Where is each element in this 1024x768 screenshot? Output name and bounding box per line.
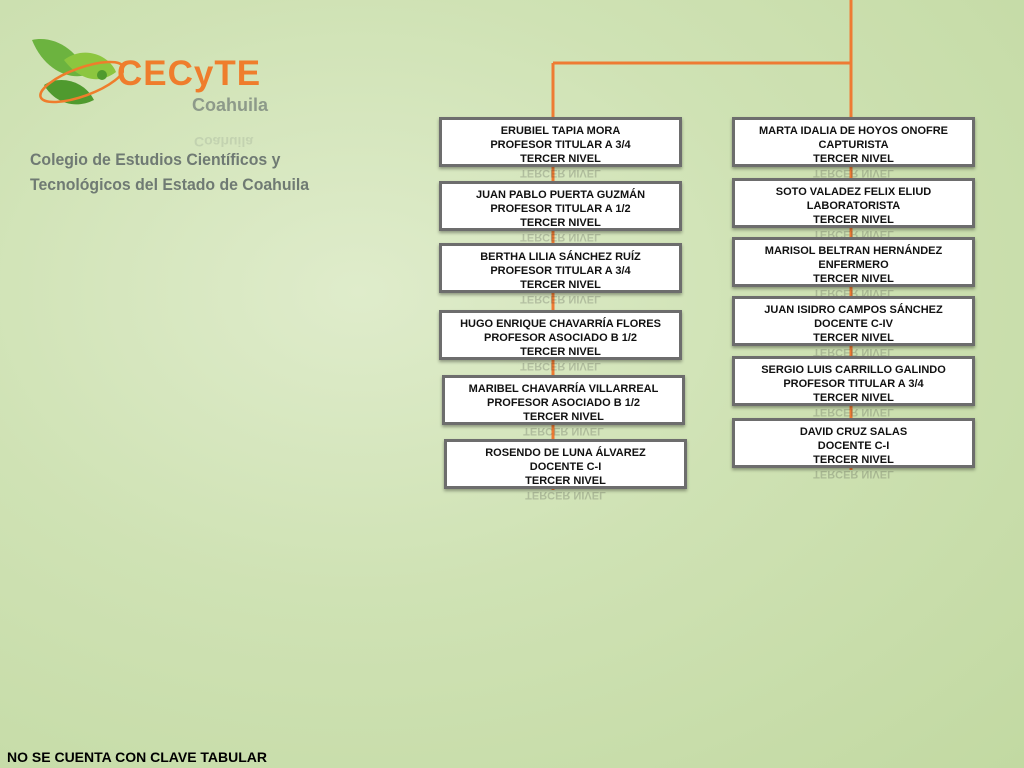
node-level: TERCER NIVEL: [520, 217, 601, 229]
node-level: TERCER NIVEL: [520, 153, 601, 165]
node-position: PROFESOR TITULAR A 1/2: [490, 203, 631, 215]
node-level: TERCER NIVEL: [813, 454, 894, 466]
node-name: SOTO VALADEZ FELIX ELIUD: [775, 186, 932, 198]
node-level: TERCER NIVEL: [813, 214, 894, 226]
node-position: PROFESOR TITULAR A 3/4: [490, 139, 631, 151]
node-level-reflection: TERCER NIVEL: [520, 360, 601, 372]
org-node: JUAN ISIDRO CAMPOS SÁNCHEZ DOCENTE C-IV TE…: [732, 296, 975, 358]
org-node: BERTHA LILIA SÁNCHEZ RUÍZ PROFESOR TITULA…: [439, 243, 682, 305]
node-position: DOCENTE C-I: [817, 440, 890, 452]
node-level: TERCER NIVEL: [520, 279, 601, 291]
node-level-reflection: TERCER NIVEL: [520, 167, 601, 179]
node-position: ENFERMERO: [818, 259, 889, 271]
org-node: MARIBEL CHAVARRÍA VILLARREAL PROFESOR ASO…: [442, 375, 685, 437]
node-level: TERCER NIVEL: [525, 475, 606, 487]
node-level: TERCER NIVEL: [813, 273, 894, 285]
node-level: TERCER NIVEL: [523, 411, 604, 423]
node-position: PROFESOR ASOCIADO B 1/2: [486, 397, 640, 409]
node-level: TERCER NIVEL: [813, 332, 894, 344]
node-level-reflection: TERCER NIVEL: [813, 468, 894, 480]
org-node: MARTA IDALIA DE HOYOS ONOFRE CAPTURISTA TE…: [732, 117, 975, 179]
org-node: ROSENDO DE LUNA ÁLVAREZ DOCENTE C-I TERCER…: [444, 439, 687, 501]
node-name: MARIBEL CHAVARRÍA VILLARREAL: [468, 383, 659, 395]
logo: CECyTE Coahuila Coahuila Colegio de Estu…: [24, 30, 309, 200]
node-level-reflection: TERCER NIVEL: [525, 489, 606, 501]
node-level-reflection: TERCER NIVEL: [520, 293, 601, 305]
org-node: MARISOL BELTRAN HERNÁNDEZ ENFERMERO TERCER…: [732, 237, 975, 299]
org-node: SOTO VALADEZ FELIX ELIUD LABORATORISTA TER…: [732, 178, 975, 240]
node-level-reflection: TERCER NIVEL: [523, 425, 604, 437]
logo-brand-text: CECyTE: [117, 54, 262, 93]
logo-description-line1: Colegio de Estudios Científicos y: [30, 150, 281, 169]
node-name: HUGO ENRIQUE CHAVARRÍA FLORES: [460, 318, 661, 330]
footer-note: NO SE CUENTA CON CLAVE TABULAR: [7, 749, 268, 765]
node-position: PROFESOR TITULAR A 3/4: [490, 265, 631, 277]
node-position: LABORATORISTA: [806, 200, 901, 212]
node-position: PROFESOR ASOCIADO B 1/2: [483, 332, 637, 344]
node-level: TERCER NIVEL: [813, 392, 894, 404]
org-node: JUAN PABLO PUERTA GUZMÁN PROFESOR TITULAR…: [439, 181, 682, 243]
node-position: DOCENTE C-IV: [814, 318, 893, 330]
node-level-reflection: TERCER NIVEL: [520, 231, 601, 243]
org-node: HUGO ENRIQUE CHAVARRÍA FLORES PROFESOR AS…: [439, 310, 682, 372]
node-position: DOCENTE C-I: [529, 461, 602, 473]
node-name: ROSENDO DE LUNA ÁLVAREZ: [485, 447, 646, 459]
node-name: MARISOL BELTRAN HERNÁNDEZ: [764, 245, 943, 257]
logo-description-line2: Tecnológicos del Estado de Coahuila: [30, 175, 310, 194]
node-level-reflection: TERCER NIVEL: [813, 406, 894, 418]
node-name: BERTHA LILIA SÁNCHEZ RUÍZ: [480, 251, 641, 263]
cecyte-leaf-icon: [32, 39, 124, 105]
node-position: CAPTURISTA: [818, 139, 889, 151]
logo-region-text: Coahuila: [192, 95, 269, 115]
node-level: TERCER NIVEL: [520, 346, 601, 358]
node-level: TERCER NIVEL: [813, 153, 894, 165]
node-name: JUAN PABLO PUERTA GUZMÁN: [475, 189, 646, 201]
node-name: SERGIO LUIS CARRILLO GALINDO: [761, 364, 946, 376]
org-node: SERGIO LUIS CARRILLO GALINDO PROFESOR TIT…: [732, 356, 975, 418]
node-name: JUAN ISIDRO CAMPOS SÁNCHEZ: [764, 304, 943, 316]
org-node: DAVID CRUZ SALAS DOCENTE C-I TERCER NIVEL T…: [732, 418, 975, 480]
node-name: ERUBIEL TAPIA MORA: [500, 125, 621, 137]
node-name: DAVID CRUZ SALAS: [799, 426, 908, 438]
logo-description: Colegio de Estudios Científicos y Tecnol…: [30, 147, 309, 197]
org-node: ERUBIEL TAPIA MORA PROFESOR TITULAR A 3/4…: [439, 117, 682, 179]
node-name: MARTA IDALIA DE HOYOS ONOFRE: [758, 125, 949, 137]
node-position: PROFESOR TITULAR A 3/4: [783, 378, 924, 390]
